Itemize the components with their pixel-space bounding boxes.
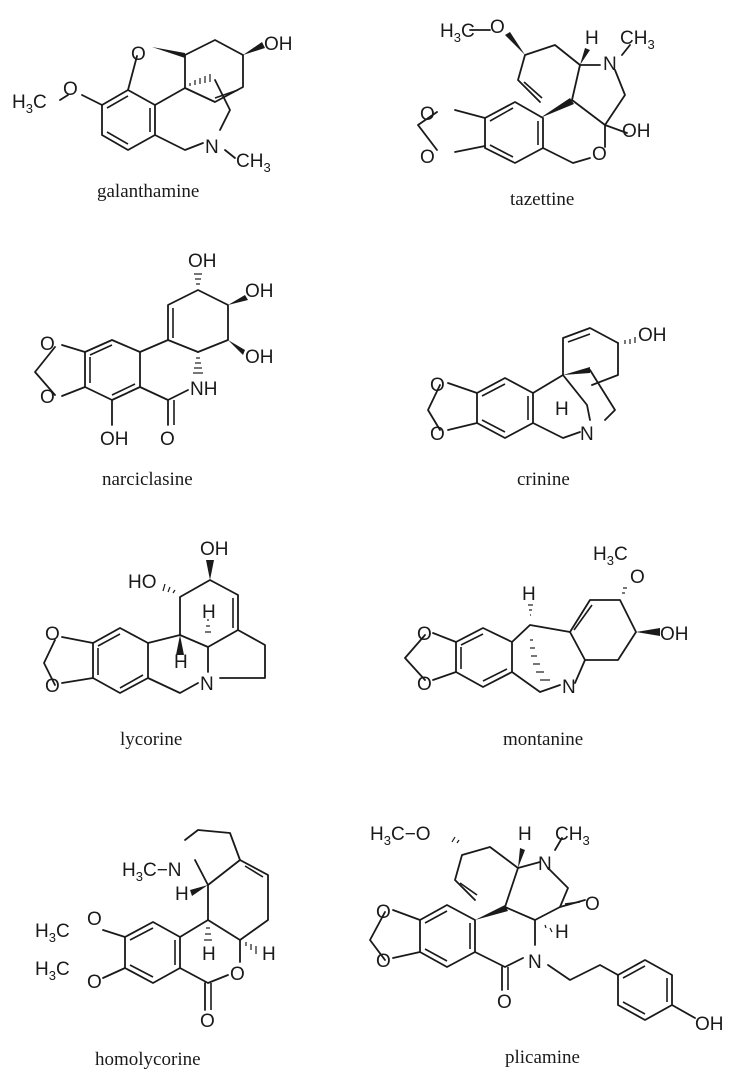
atom-o: O bbox=[131, 44, 146, 65]
atom-oh: OH bbox=[200, 539, 229, 560]
atom-h: H bbox=[585, 28, 599, 49]
atom-oh: OH bbox=[188, 251, 217, 272]
atom-o: O bbox=[420, 104, 435, 125]
atom-nh: NH bbox=[190, 379, 217, 400]
atom-methoxy: H3C bbox=[593, 544, 628, 568]
atom-h: H bbox=[175, 884, 189, 905]
atom-o: O bbox=[420, 147, 435, 168]
atom-n: N bbox=[205, 137, 219, 158]
atom-o: O bbox=[45, 624, 60, 645]
atom-h: H bbox=[518, 824, 532, 845]
atom-methoxy: H3C bbox=[35, 959, 70, 983]
structure-galanthamine: O H3C O OH N CH3 galanthamine bbox=[12, 34, 293, 202]
atom-o: O bbox=[417, 674, 432, 695]
atom-o: O bbox=[592, 144, 607, 165]
atom-h: H bbox=[522, 584, 536, 605]
structure-tazettine: O O O OH N H CH3 H3C O tazettine bbox=[417, 17, 655, 210]
atom-n: N bbox=[562, 677, 576, 698]
structure-plicamine: O O H3C−O H CH3 N O H N O OH plicamine bbox=[369, 824, 724, 1068]
atom-oh: OH bbox=[245, 281, 274, 302]
atom-n: N bbox=[580, 424, 594, 445]
structure-lycorine: O O OH HO H H N lycorine bbox=[43, 539, 266, 750]
atom-h: H bbox=[555, 922, 569, 943]
atom-h: H bbox=[174, 652, 188, 673]
compound-name: tazettine bbox=[510, 189, 574, 210]
atom-methoxy: H3C−O bbox=[370, 824, 431, 848]
compound-name: lycorine bbox=[120, 729, 182, 750]
atom-methoxy: H3C bbox=[440, 21, 475, 45]
atom-h: H bbox=[555, 399, 569, 420]
atom-o: O bbox=[87, 972, 102, 993]
atom-n: N bbox=[538, 854, 552, 875]
structure-narciclasine: O O OH O NH OH OH OH narciclasine bbox=[34, 251, 274, 490]
atom-n-methyl: H3C−N bbox=[122, 860, 182, 884]
atom-oh: OH bbox=[245, 347, 274, 368]
compound-name: narciclasine bbox=[102, 469, 193, 490]
atom-ch3: CH3 bbox=[555, 824, 590, 848]
atom-o: O bbox=[497, 992, 512, 1013]
compound-name: montanine bbox=[503, 729, 583, 750]
atom-o: O bbox=[376, 902, 391, 923]
atom-methoxy: H3C bbox=[35, 921, 70, 945]
atom-o: O bbox=[585, 894, 600, 915]
atom-oh: OH bbox=[622, 121, 651, 142]
atom-o: O bbox=[417, 624, 432, 645]
compound-name: crinine bbox=[517, 469, 570, 490]
atom-o: O bbox=[376, 951, 391, 972]
atom-o: O bbox=[630, 567, 645, 588]
atom-o: O bbox=[87, 909, 102, 930]
atom-o: O bbox=[430, 424, 445, 445]
atom-oh: OH bbox=[100, 429, 129, 450]
compound-name: plicamine bbox=[505, 1047, 580, 1068]
atom-o: O bbox=[160, 429, 175, 450]
atom-o: O bbox=[230, 964, 245, 985]
atom-o: O bbox=[430, 375, 445, 396]
structure-homolycorine: H3C O H3C O H3C−N H H H O O homolycorine bbox=[35, 829, 276, 1070]
atom-ch3: CH3 bbox=[236, 151, 271, 175]
atom-h: H bbox=[202, 944, 216, 965]
atom-o: O bbox=[40, 334, 55, 355]
atom-h: H bbox=[262, 944, 276, 965]
compound-name: galanthamine bbox=[97, 181, 199, 202]
structure-crinine: O O OH H N crinine bbox=[427, 325, 667, 490]
structure-montanine: O O H N OH H3C O montanine bbox=[404, 544, 689, 750]
atom-ch3: CH3 bbox=[620, 28, 655, 52]
atom-oh: OH bbox=[695, 1014, 724, 1035]
atom-n: N bbox=[528, 952, 542, 973]
atom-methoxy: H3C bbox=[12, 92, 47, 116]
atom-n: N bbox=[200, 674, 214, 695]
atom-n: N bbox=[603, 54, 617, 75]
compound-name: homolycorine bbox=[95, 1049, 201, 1070]
atom-o: O bbox=[490, 17, 505, 38]
atom-o: O bbox=[200, 1011, 215, 1032]
atom-oh: OH bbox=[638, 325, 667, 346]
atom-o: O bbox=[45, 676, 60, 697]
atom-o: O bbox=[40, 387, 55, 408]
atom-ho: HO bbox=[128, 572, 157, 593]
atom-h: H bbox=[202, 602, 216, 623]
atom-oh: OH bbox=[660, 624, 689, 645]
atom-oh: OH bbox=[264, 34, 293, 55]
atom-o: O bbox=[63, 79, 78, 100]
